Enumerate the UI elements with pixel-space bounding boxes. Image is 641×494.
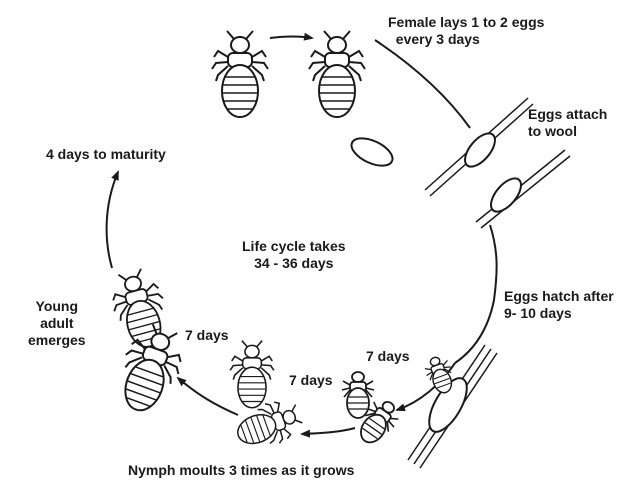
label-eggs-attach: Eggs attach to wool xyxy=(528,106,607,140)
label-female-lays: Female lays 1 to 2 eggs every 3 days xyxy=(388,14,544,48)
adult-louse-left xyxy=(212,31,268,117)
arc-eggs-down xyxy=(455,225,497,363)
arc-bottom-left xyxy=(178,378,238,415)
arc-top-link xyxy=(270,37,312,39)
label-nymph-moults: Nymph moults 3 times as it grows xyxy=(128,462,354,479)
arc-left-up xyxy=(107,172,118,268)
adult-louse-right xyxy=(309,31,365,117)
nymph-stage-2-top xyxy=(342,372,374,418)
egg-on-wool-1 xyxy=(459,128,500,171)
nymph-stage-3-top xyxy=(230,341,274,408)
label-life-cycle: Life cycle takes 34 - 36 days xyxy=(242,238,346,272)
label-seven-days-mid: 7 days xyxy=(289,372,333,389)
label-young-adult: Young adult emerges xyxy=(28,298,86,349)
arc-top-to-eggs xyxy=(375,40,470,128)
label-eggs-hatch: Eggs hatch after 9- 10 days xyxy=(504,288,614,322)
label-maturity: 4 days to maturity xyxy=(46,146,166,163)
label-seven-days-left: 7 days xyxy=(185,327,229,344)
loose-egg xyxy=(347,133,396,172)
arc-bottom-middle xyxy=(302,428,355,434)
label-seven-days-right: 7 days xyxy=(366,348,410,365)
